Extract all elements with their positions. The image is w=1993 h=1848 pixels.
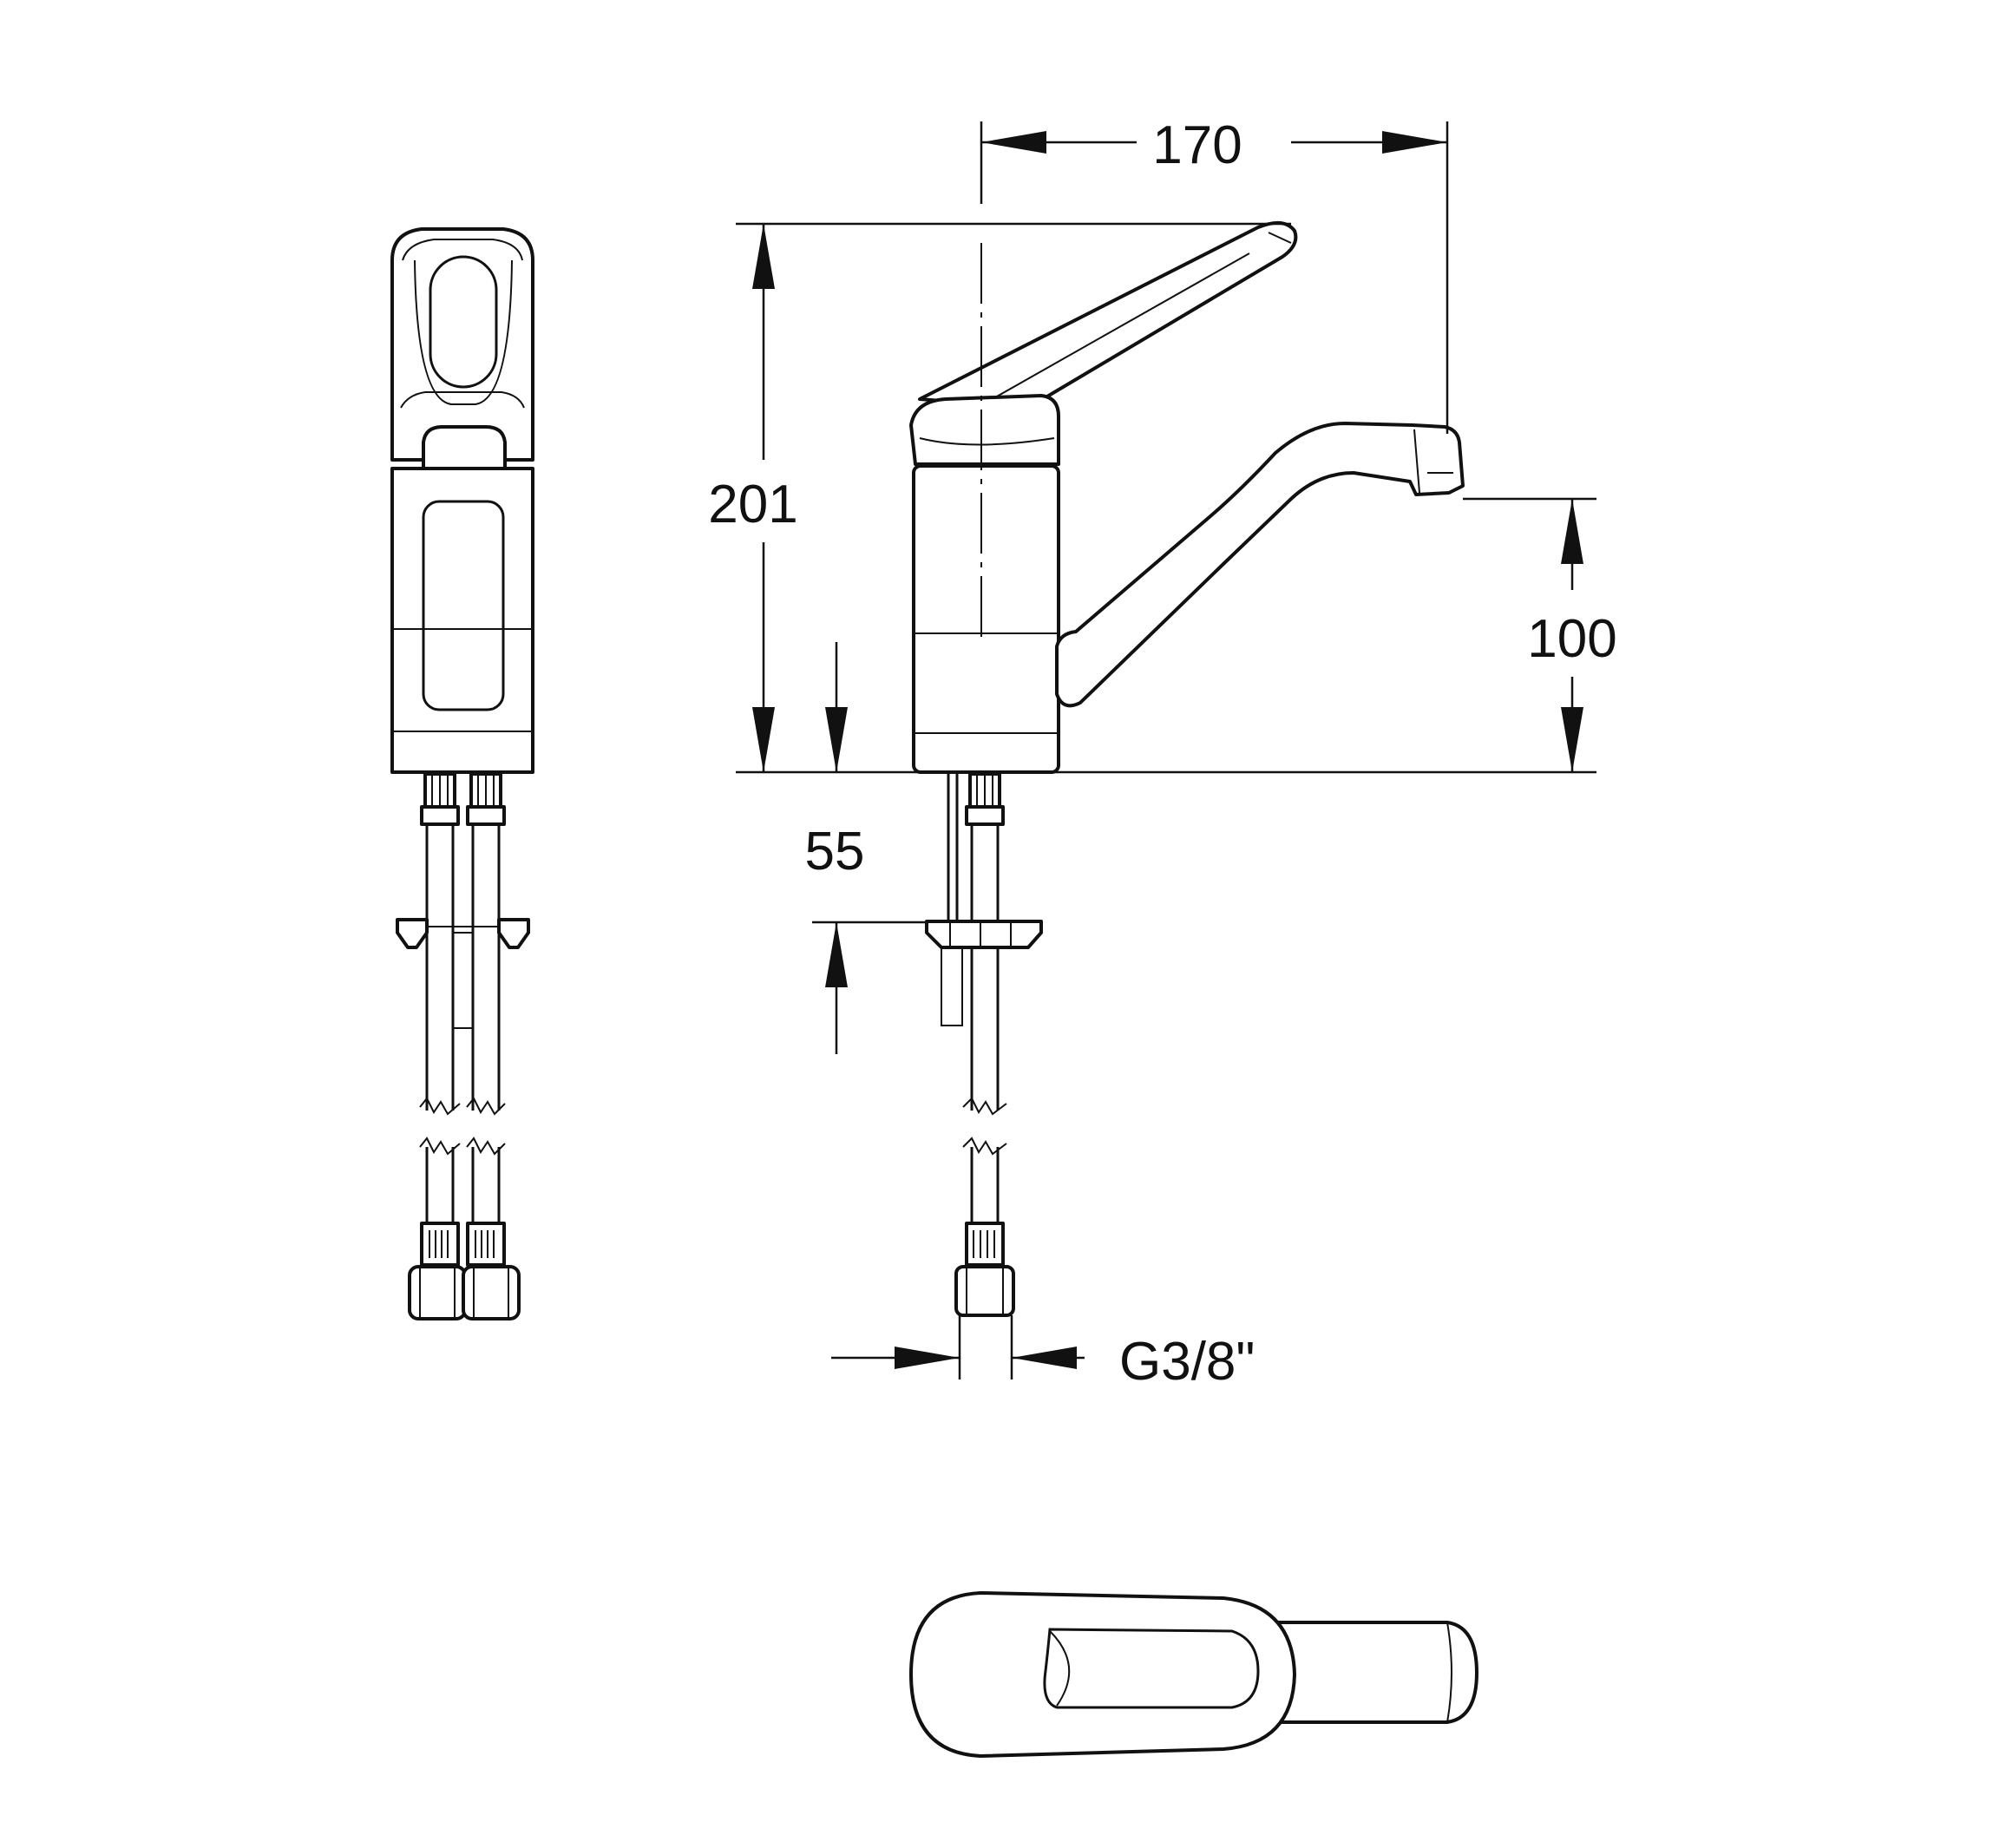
top-spout xyxy=(1269,1621,1478,1724)
dim-55-label: 55 xyxy=(805,822,865,881)
dim-height-label: 201 xyxy=(708,475,797,534)
front-view xyxy=(390,227,534,1320)
top-view xyxy=(909,1591,1478,1758)
dim-100: 100 xyxy=(1527,499,1617,772)
front-hoses xyxy=(396,772,530,1320)
side-hose xyxy=(925,772,1043,1317)
side-view xyxy=(909,220,1465,1317)
dim-width-label: 170 xyxy=(1152,115,1242,175)
front-handle xyxy=(390,227,534,462)
front-body xyxy=(390,467,534,774)
dimensions: 170 201 100 55 xyxy=(708,115,1616,1392)
dim-thread-label: G3/8" xyxy=(1119,1332,1255,1392)
dim-170: 170 xyxy=(981,115,1447,175)
dim-55: 55 xyxy=(805,642,865,1054)
dim-thread: G3/8" xyxy=(831,1332,1255,1392)
side-body xyxy=(912,464,1060,774)
side-spout xyxy=(1055,422,1465,708)
side-lever xyxy=(918,220,1298,410)
dim-spout-height-label: 100 xyxy=(1527,609,1616,669)
dim-201: 201 xyxy=(708,224,798,772)
top-handle xyxy=(909,1591,1296,1758)
